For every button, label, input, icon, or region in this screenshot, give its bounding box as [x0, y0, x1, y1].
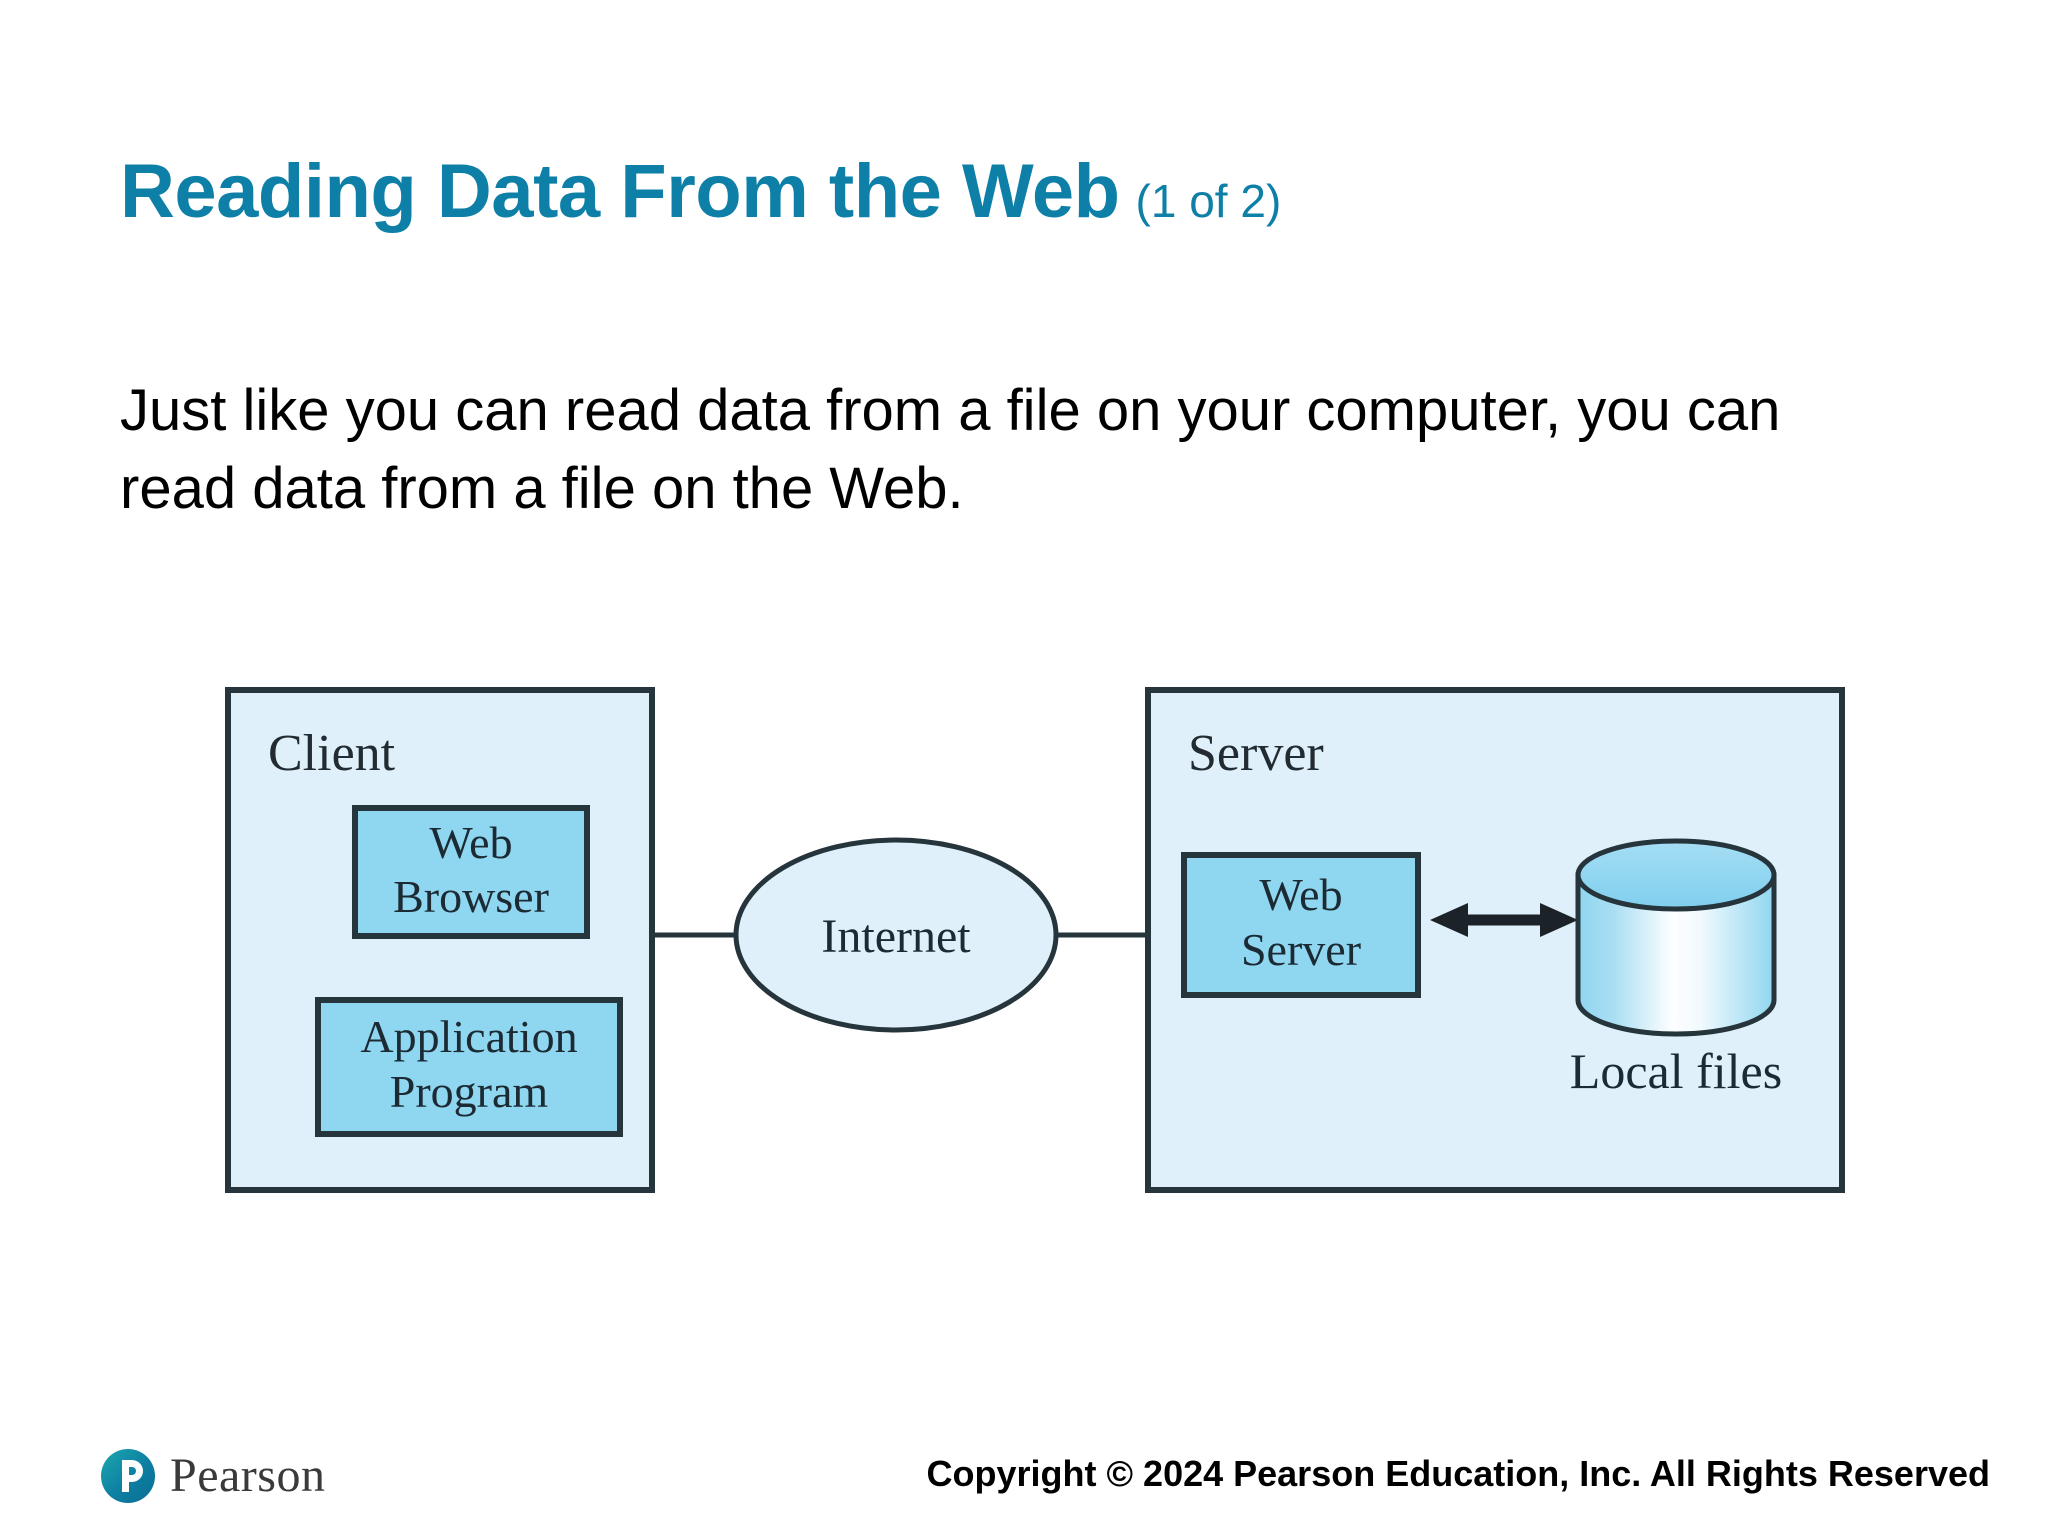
- web-browser-label-line1: Web: [429, 817, 512, 868]
- local-files-cylinder-icon: Local files: [1570, 838, 1782, 1099]
- copyright-notice: Copyright © 2024 Pearson Education, Inc.…: [926, 1453, 1990, 1494]
- server-box-label: Server: [1188, 725, 1324, 782]
- client-box: Client Web Browser Application Program: [225, 687, 655, 1193]
- web-browser-box: Web Browser: [352, 805, 590, 939]
- page-title-part-indicator: (1 of 2): [1135, 175, 1282, 227]
- client-box-label: Client: [268, 725, 396, 782]
- application-program-label-line2: Program: [390, 1066, 549, 1117]
- pearson-logo: Pearson: [100, 1443, 325, 1509]
- web-server-label-line1: Web: [1259, 869, 1342, 920]
- internet-label: Internet: [821, 910, 971, 963]
- application-program-label-line1: Application: [360, 1011, 577, 1062]
- server-box: Server Web Server Local files: [1145, 687, 1845, 1193]
- pearson-p-icon: [100, 1448, 156, 1504]
- bidirectional-arrow-icon: [1430, 903, 1578, 937]
- page-title: Reading Data From the Web (1 of 2): [120, 150, 1920, 243]
- local-files-label: Local files: [1570, 1043, 1782, 1099]
- body-paragraph: Just like you can read data from a file …: [120, 378, 1781, 521]
- web-browser-label-line2: Browser: [393, 871, 549, 922]
- page-title-main: Reading Data From the Web: [120, 149, 1120, 234]
- internet-cloud: Internet: [733, 837, 1059, 1033]
- web-server-box: Web Server: [1181, 852, 1421, 998]
- pearson-wordmark: Pearson: [170, 1449, 326, 1502]
- web-server-label-line2: Server: [1241, 924, 1361, 975]
- application-program-box: Application Program: [315, 997, 623, 1137]
